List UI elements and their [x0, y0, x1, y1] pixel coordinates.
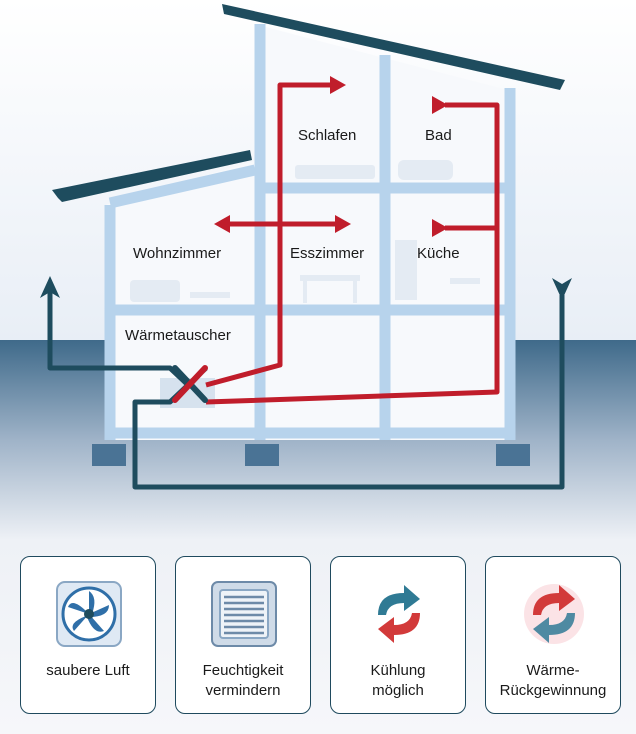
roof-right — [222, 4, 565, 90]
benefit-card-cooling: Kühlung möglich — [330, 556, 466, 714]
benefit-label: Feuchtigkeit vermindern — [202, 662, 284, 699]
benefit-card-heat-recovery: Wärme- Rückgewinnung — [485, 556, 621, 714]
heat-exchanger — [172, 365, 208, 403]
benefit-card-humidity: Feuchtigkeit vermindern — [175, 556, 311, 714]
benefit-label: Wärme- Rückgewinnung — [499, 662, 607, 699]
room-label-kueche: Küche — [417, 245, 460, 262]
room-label-bad: Bad — [425, 127, 452, 144]
benefit-label: Kühlung möglich — [370, 662, 426, 699]
benefit-label: saubere Luft — [46, 662, 130, 679]
foundation — [92, 444, 530, 466]
vent-grille-icon — [211, 581, 277, 647]
exhaust-outlet-arrow — [40, 276, 60, 298]
cooling-arrows-icon — [378, 585, 420, 643]
room-label-waermetauscher: Wärmetauscher — [125, 327, 231, 344]
room-label-schlafen: Schlafen — [298, 127, 356, 144]
benefit-card-clean-air: saubere Luft — [20, 556, 156, 714]
room-label-esszimmer: Esszimmer — [290, 245, 364, 262]
red-arrowheads — [214, 76, 448, 237]
ventilation-diagram: Schlafen Bad Wohnzimmer Esszimmer Küche … — [0, 0, 636, 540]
heat-recovery-arrows-icon — [524, 584, 584, 644]
benefits-row: saubere Luft Feuchtigkeit vermindern — [0, 540, 636, 734]
roof-left — [52, 150, 252, 202]
fan-icon — [56, 581, 122, 647]
supply-air-ducts — [205, 82, 500, 405]
room-label-wohnzimmer: Wohnzimmer — [133, 245, 221, 262]
intake-arrow — [552, 278, 572, 300]
